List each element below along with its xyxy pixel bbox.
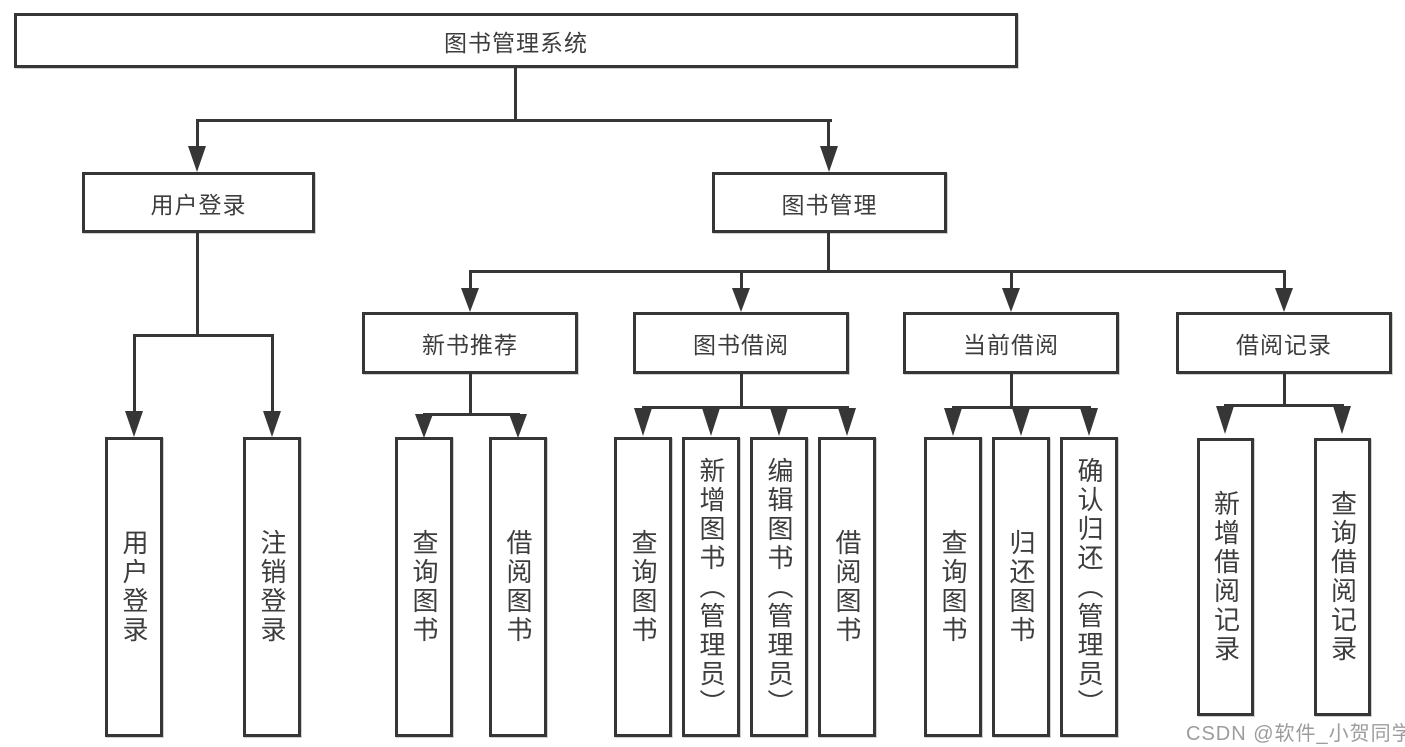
node-borrow-records: 借阅记录 — [1176, 312, 1392, 374]
leaf-query-borrow-record: 查询借阅记录 — [1314, 438, 1371, 716]
arrow-down-icon — [188, 146, 206, 172]
leaf-user-login-label: 用户登录 — [119, 529, 149, 645]
connector-line — [827, 233, 830, 273]
node-root-system: 图书管理系统 — [14, 13, 1018, 68]
leaf-add-borrow-record: 新增借阅记录 — [1197, 438, 1254, 716]
leaf-add-books-admin: 新增图书（管理员） — [682, 437, 740, 737]
leaf-return-books: 归还图书 — [992, 437, 1050, 737]
leaf-edit-books-admin: 编辑图书（管理员） — [750, 437, 808, 737]
watermark-text: CSDN @软件_小贺同学 — [1186, 723, 1405, 745]
arrow-down-icon — [732, 288, 750, 312]
arrow-down-icon — [944, 408, 962, 436]
leaf-edit-books-admin-label: 编辑图书（管理员） — [764, 456, 794, 718]
leaf-confirm-return-admin: 确认归还（管理员） — [1060, 437, 1118, 737]
connector-line — [740, 374, 743, 409]
arrow-down-icon — [263, 411, 281, 437]
arrow-down-icon — [125, 411, 143, 437]
node-root-label: 图书管理系统 — [444, 29, 588, 56]
node-user-login: 用户登录 — [82, 172, 315, 233]
arrow-down-icon — [1002, 288, 1020, 312]
connector-line — [1283, 270, 1286, 292]
arrow-down-icon — [702, 408, 720, 436]
arrow-down-icon — [1080, 408, 1098, 436]
leaf-logout-label: 注销登录 — [257, 529, 287, 645]
leaf-borrow-books-2-label: 借阅图书 — [832, 529, 862, 645]
leaf-query-books-2-label: 查询图书 — [628, 529, 658, 645]
node-current-borrow-label: 当前借阅 — [963, 332, 1059, 358]
arrow-down-icon — [1216, 406, 1234, 434]
connector-line — [196, 119, 199, 148]
connector-line — [196, 119, 832, 122]
node-borrow-records-label: 借阅记录 — [1236, 332, 1332, 358]
leaf-query-books-2: 查询图书 — [614, 437, 672, 737]
leaf-add-books-admin-label: 新增图书（管理员） — [696, 456, 726, 718]
node-current-borrow: 当前借阅 — [903, 312, 1119, 374]
arrow-down-icon — [1333, 406, 1351, 434]
leaf-query-books-3: 查询图书 — [924, 437, 982, 737]
arrow-down-icon — [634, 408, 652, 436]
arrow-down-icon — [1012, 408, 1030, 436]
leaf-borrow-books-2: 借阅图书 — [818, 437, 876, 737]
connector-line — [1010, 270, 1013, 292]
leaf-user-login: 用户登录 — [105, 437, 163, 737]
connector-line — [827, 119, 830, 148]
node-book-borrow-label: 图书借阅 — [693, 332, 789, 358]
connector-line — [196, 233, 199, 337]
leaf-confirm-return-admin-label: 确认归还（管理员） — [1074, 456, 1104, 718]
connector-line — [642, 406, 849, 409]
arrow-down-icon — [820, 146, 838, 172]
leaf-add-borrow-record-label: 新增借阅记录 — [1210, 490, 1241, 664]
leaf-borrow-books-1-label: 借阅图书 — [503, 529, 533, 645]
connector-line — [133, 334, 136, 414]
connector-line — [423, 413, 520, 416]
leaf-logout: 注销登录 — [243, 437, 301, 737]
connector-line — [952, 406, 1091, 409]
connector-line — [469, 374, 472, 416]
node-book-management: 图书管理 — [712, 172, 947, 233]
connector-line — [514, 68, 517, 121]
node-user-login-label: 用户登录 — [150, 191, 247, 218]
node-book-management-label: 图书管理 — [781, 191, 878, 218]
arrow-down-icon — [461, 288, 479, 312]
arrow-down-icon — [415, 414, 433, 438]
node-book-borrow: 图书借阅 — [633, 312, 849, 374]
connector-line — [1224, 404, 1344, 407]
connector-line — [469, 270, 472, 292]
node-new-book-recommend-label: 新书推荐 — [422, 332, 518, 358]
connector-line — [271, 334, 274, 414]
connector-line — [740, 270, 743, 292]
connector-line — [133, 334, 274, 337]
arrow-down-icon — [770, 408, 788, 436]
arrow-down-icon — [838, 408, 856, 436]
connector-line — [469, 270, 1286, 273]
connector-line — [1283, 374, 1286, 407]
node-new-book-recommend: 新书推荐 — [362, 312, 578, 374]
connector-line — [1010, 374, 1013, 409]
leaf-borrow-books-1: 借阅图书 — [489, 437, 547, 737]
leaf-return-books-label: 归还图书 — [1006, 529, 1036, 645]
leaf-query-books-1: 查询图书 — [395, 437, 453, 737]
leaf-query-borrow-record-label: 查询借阅记录 — [1327, 490, 1358, 664]
leaf-query-books-3-label: 查询图书 — [938, 529, 968, 645]
leaf-query-books-1-label: 查询图书 — [409, 529, 439, 645]
arrow-down-icon — [509, 414, 527, 438]
arrow-down-icon — [1275, 288, 1293, 312]
